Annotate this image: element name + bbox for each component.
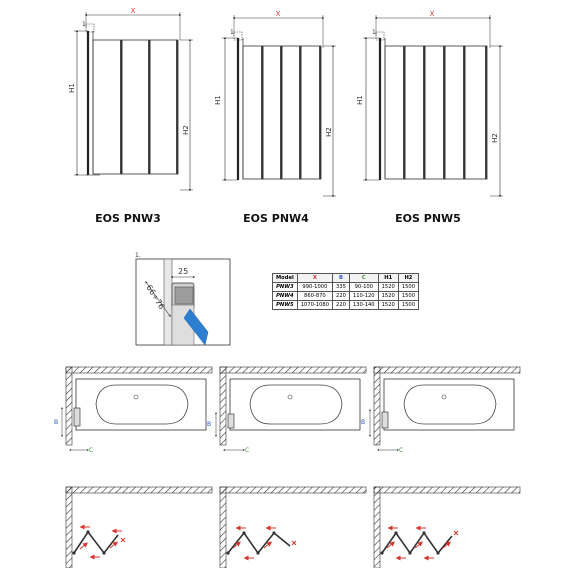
front-views: X 1 H1 H2 EOS PNW3 X: [68, 7, 503, 225]
col-header: H1: [377, 273, 399, 283]
table-cell: 335: [332, 282, 350, 292]
detail-ref-number: 1: [230, 29, 234, 36]
front-view-pnw4: X 1 H1 H2 EOS PNW4: [214, 10, 336, 225]
col-header: Model: [272, 273, 298, 283]
table-row: PNW3 990-1000 335 90-100 1520 1500: [272, 282, 420, 292]
dim-h2-label: H2: [325, 127, 333, 137]
model-label-pnw3: EOS PNW3: [95, 212, 161, 225]
dim-c-label: C: [89, 447, 93, 454]
fold-pnw5: [373, 486, 521, 568]
dim-h2-label: H2: [182, 125, 190, 135]
table-cell: PNW5: [272, 300, 298, 310]
install-plans: B C B C B C: [54, 366, 521, 454]
dim-b-label: B: [361, 419, 365, 426]
table-cell: 90-100: [348, 282, 379, 292]
fold-pnw4: [219, 486, 367, 568]
table-cell: 110-120: [348, 291, 379, 301]
spec-table-container: Model X B C H1 H2 PNW3 990-1000 335 90-1…: [272, 273, 420, 310]
col-header: C: [348, 273, 379, 283]
table-cell: 130-140: [348, 300, 379, 310]
plan-pnw4: B C: [207, 366, 367, 454]
table-cell: 1500: [397, 291, 420, 301]
profile-detail: 1. 25 66÷76: [135, 252, 231, 346]
dim-h1-label: H1: [214, 95, 222, 105]
model-label-pnw4: EOS PNW4: [243, 212, 309, 225]
front-view-pnw5: X 1 H1 H2 EOS PNW5: [356, 10, 503, 225]
dim-b-label: B: [207, 421, 211, 428]
table-cell: 1520: [377, 282, 399, 292]
table-header-row: Model X B C H1 H2: [272, 273, 420, 283]
dim-c-label: C: [245, 447, 249, 454]
table-row: PNW4 860-870 220 110-120 1520 1500: [272, 291, 420, 301]
table-cell: 220: [332, 291, 350, 301]
front-view-pnw3: X 1 H1 H2 EOS PNW3: [68, 7, 193, 225]
plan-pnw3: B C: [54, 366, 213, 454]
table-cell: 1520: [377, 291, 399, 301]
spec-table: Model X B C H1 H2 PNW3 990-1000 335 90-1…: [272, 273, 420, 310]
dim-x-label: X: [131, 7, 136, 15]
dim-x-label: X: [430, 10, 435, 18]
plan-pnw5: B C: [361, 366, 521, 454]
col-header: X: [296, 273, 334, 283]
col-header: H2: [397, 273, 420, 283]
table-cell: 860-870: [296, 291, 334, 301]
table-cell: 1500: [397, 282, 420, 292]
table-cell: PNW4: [272, 291, 298, 301]
detail-label: 1.: [135, 252, 141, 259]
dim-x-label: X: [276, 10, 281, 18]
col-header: B: [332, 273, 350, 283]
table-cell: 1500: [397, 300, 420, 310]
table-cell: 1070-1080: [296, 300, 334, 310]
model-label-pnw5: EOS PNW5: [395, 212, 461, 225]
dim-h1-label: H1: [68, 83, 76, 93]
dim-h2-label: H2: [491, 133, 499, 143]
dim-h1-label: H1: [356, 95, 364, 105]
folding-plans: [65, 486, 521, 568]
detail-ref-number: 1: [372, 29, 376, 36]
dim-b-label: B: [54, 419, 58, 426]
table-cell: PNW3: [272, 282, 298, 292]
table-cell: 990-1000: [296, 282, 334, 292]
table-cell: 1520: [377, 300, 399, 310]
dim-c-label: C: [399, 447, 403, 454]
table-cell: 220: [332, 300, 350, 310]
table-row: PNW5 1070-1080 220 130-140 1520 1500: [272, 300, 420, 310]
detail-dim-top: 25: [178, 267, 188, 276]
detail-ref-number: 1: [82, 21, 86, 28]
fold-pnw3: [65, 486, 213, 568]
